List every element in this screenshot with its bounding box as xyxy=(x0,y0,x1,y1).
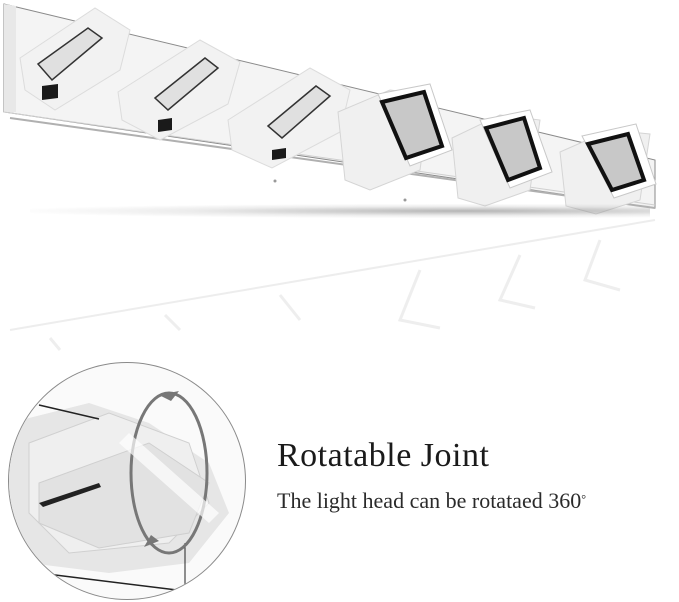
feature-subtitle-text: The light head can be rotataed 360 xyxy=(277,488,582,513)
light-head-6 xyxy=(559,123,657,215)
product-reflection xyxy=(9,219,656,351)
light-bar-product-image xyxy=(3,3,657,215)
light-head-5 xyxy=(451,109,553,207)
rotatable-joint-detail-image xyxy=(8,362,246,600)
feature-subtitle: The light head can be rotataed 360° xyxy=(277,488,586,514)
light-head-1 xyxy=(19,7,131,111)
light-head-4 xyxy=(337,83,453,191)
degree-symbol: ° xyxy=(581,492,587,506)
feature-caption: Rotatable Joint The light head can be ro… xyxy=(277,436,586,514)
feature-title: Rotatable Joint xyxy=(277,437,490,474)
light-head-2 xyxy=(117,39,241,141)
light-head-3 xyxy=(227,67,351,169)
joint-closeup-illustration xyxy=(9,391,229,592)
floor-shadow xyxy=(30,204,650,218)
